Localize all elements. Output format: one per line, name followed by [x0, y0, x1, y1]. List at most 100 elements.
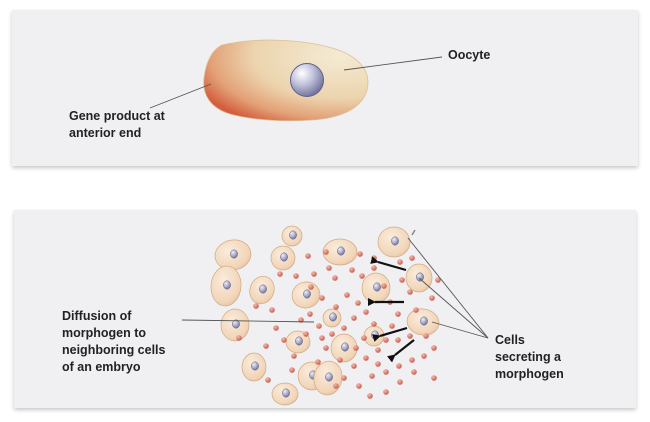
morphogen-dot: [308, 284, 314, 290]
morphogen-dot: [323, 249, 329, 255]
morphogen-dot: [273, 325, 279, 331]
diffusion-label-line1: Diffusion of: [62, 309, 132, 323]
morphogen-dot: [429, 295, 435, 301]
gene-product-label-line1: Gene product at: [69, 109, 165, 123]
morphogen-dot: [381, 283, 387, 289]
embryo-cell: [270, 245, 296, 271]
morphogen-dot: [344, 292, 350, 298]
morphogen-dot: [407, 333, 413, 339]
morphogen-dots: [236, 249, 441, 399]
cells-leader-line: [407, 237, 489, 339]
morphogen-dot: [431, 375, 437, 381]
morphogen-dot: [341, 375, 347, 381]
cells-label-line2: secreting a: [495, 350, 562, 364]
gene-product-label-line2: anterior end: [69, 126, 142, 140]
morphogen-dot: [399, 277, 405, 283]
diffusion-arrow: [372, 326, 408, 342]
morphogen-dot: [253, 303, 259, 309]
embryo-cell: [406, 308, 440, 336]
morphogen-dot: [395, 311, 401, 317]
morphogen-dot: [397, 259, 403, 265]
morphogen-dot: [332, 275, 338, 281]
oocyte-panel: Gene product at anterior end Oocyte: [12, 10, 638, 166]
morphogen-dot: [319, 295, 325, 301]
morphogen-dot: [367, 393, 373, 399]
morphogen-dot: [323, 345, 329, 351]
morphogen-dot: [269, 307, 275, 313]
morphogen-dot: [265, 377, 271, 383]
embryo-cell: [210, 265, 242, 307]
morphogen-dot: [293, 273, 299, 279]
morphogen-dot: [316, 323, 322, 329]
embryo-cell: [291, 281, 321, 309]
morphogen-dot: [351, 315, 357, 321]
morphogen-dot: [305, 253, 311, 259]
small-mark: [411, 229, 416, 236]
morphogen-panel: Diffusion of morphogen to neighboring ce…: [14, 210, 636, 408]
morphogen-dot: [431, 345, 437, 351]
embryo-cell: [220, 308, 250, 342]
morphogen-dot: [357, 251, 363, 257]
embryo-cell: [377, 226, 411, 258]
cells-label-line1: Cells: [495, 333, 525, 347]
morphogen-dot: [413, 307, 419, 313]
morphogen-dot: [375, 361, 381, 367]
diffusion-arrow: [370, 256, 407, 272]
morphogen-dot: [263, 343, 269, 349]
gene-product-leader-line: [149, 83, 212, 109]
diffusion-label: Diffusion of morphogen to neighboring ce…: [62, 308, 166, 376]
gene-product-label: Gene product at anterior end: [69, 108, 165, 142]
diffusion-arrow: [387, 339, 415, 363]
oocyte-cell: [203, 39, 369, 122]
morphogen-dot: [351, 363, 357, 369]
diffusion-label-line2: morphogen to: [62, 326, 147, 340]
morphogen-dot: [307, 311, 313, 317]
morphogen-dot: [383, 369, 389, 375]
cells-leader-line: [418, 277, 489, 339]
morphogen-dot: [375, 347, 381, 353]
morphogen-dot: [409, 255, 415, 261]
morphogen-dot: [409, 357, 415, 363]
oocyte-nucleus: [290, 63, 324, 97]
morphogen-dot: [349, 267, 355, 273]
morphogen-dot: [407, 289, 413, 295]
embryo-cell: [330, 333, 358, 363]
morphogen-dot: [411, 369, 417, 375]
morphogen-dot: [319, 335, 325, 341]
embryo-cell: [249, 275, 275, 305]
morphogen-dot: [383, 389, 389, 395]
morphogen-dot: [277, 271, 283, 277]
morphogen-dot: [303, 331, 309, 337]
embryo-cell: [322, 238, 358, 266]
diffusion-leader-line: [181, 319, 315, 323]
cells-label-line3: morphogen: [495, 367, 564, 381]
morphogen-dot: [383, 337, 389, 343]
oocyte-label: Oocyte: [448, 47, 490, 64]
morphogen-dot: [421, 353, 427, 359]
morphogen-dot: [356, 383, 362, 389]
morphogen-dot: [371, 255, 377, 261]
morphogen-dot: [315, 359, 321, 365]
morphogen-dot: [236, 335, 242, 341]
morphogen-dot: [369, 373, 375, 379]
morphogen-dot: [371, 265, 377, 271]
morphogen-dot: [359, 273, 365, 279]
diffusion-label-line4: of an embryo: [62, 360, 141, 374]
embryo-cell: [271, 382, 299, 406]
morphogen-dot: [371, 321, 377, 327]
morphogen-dot: [333, 383, 339, 389]
morphogen-dot: [289, 367, 295, 373]
morphogen-dot: [363, 309, 369, 315]
embryo-cell: [214, 239, 252, 271]
morphogen-dot: [389, 323, 395, 329]
embryo-cells-illustration: [181, 225, 489, 406]
embryo-cell: [281, 225, 303, 247]
morphogen-dot: [423, 333, 429, 339]
diffusion-label-line3: neighboring cells: [62, 343, 166, 357]
cells-leader-line: [431, 321, 489, 339]
oocyte-illustration: [149, 39, 443, 122]
morphogen-dot: [291, 353, 297, 359]
morphogen-dot: [311, 271, 317, 277]
morphogen-dot: [341, 325, 347, 331]
morphogen-dot: [329, 331, 335, 337]
